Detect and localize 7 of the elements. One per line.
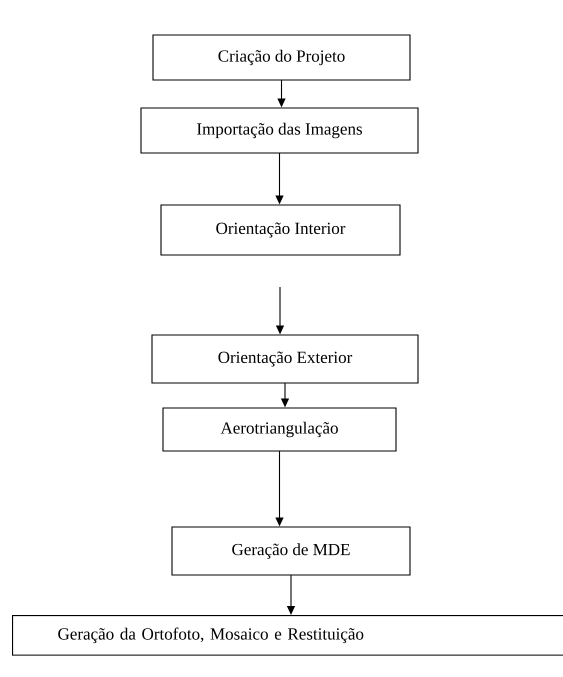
process-box: Criação do Projeto xyxy=(152,34,411,81)
process-box: Importação das Imagens xyxy=(140,107,419,154)
process-box: Aerotriangulação xyxy=(162,407,397,452)
process-box: Geração de MDE xyxy=(171,526,411,576)
process-box: Orientação Interior xyxy=(160,204,401,256)
process-box: Orientação Exterior xyxy=(151,334,419,384)
process-box: Geração da Ortofoto, Mosaico e Restituição xyxy=(12,615,563,656)
